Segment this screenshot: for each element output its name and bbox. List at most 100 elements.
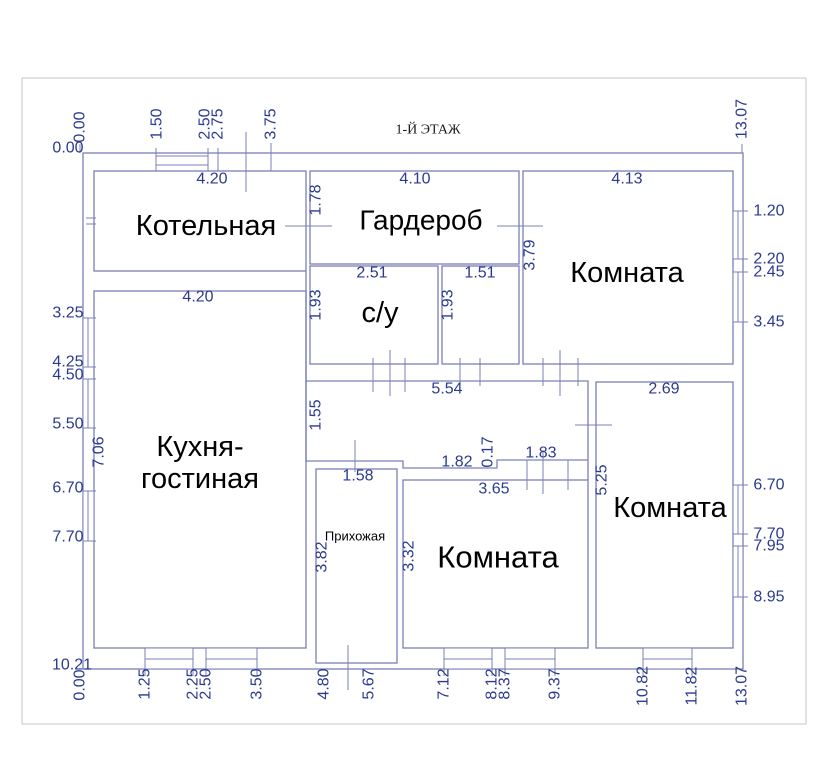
entrance-hall-outline — [315, 468, 398, 664]
kitchen-living-label-line2: гостиная — [141, 463, 259, 495]
ruler-right-label: 8.95 — [753, 589, 784, 606]
ruler-left-label: 7.70 — [52, 529, 83, 546]
sheet-frame — [21, 77, 807, 725]
ruler-right-label: 2.45 — [753, 264, 784, 281]
room-north-east-outline — [522, 170, 734, 365]
kitchen-living-width: 4.20 — [182, 289, 213, 306]
ruler-left-label: 4.25 — [52, 354, 83, 371]
boiler-room-width: 4.20 — [196, 171, 227, 188]
wardrobe-outline — [309, 170, 520, 265]
ruler-top-label: 13.07 — [734, 99, 751, 139]
window-west-3 — [82, 490, 95, 542]
ruler-top-label: 1.50 — [149, 108, 166, 139]
kitchen-living-height: 7.06 — [91, 436, 108, 467]
corridor-segment-left: 1.82 — [441, 454, 472, 471]
floor-title: 1-Й ЭТАЖ — [395, 121, 460, 138]
window-south-4 — [504, 647, 556, 670]
boiler-room-outline — [93, 170, 307, 272]
ruler-bottom-label: 8.12 — [484, 668, 501, 699]
window-west-2 — [82, 378, 95, 429]
window-west-boiler — [86, 217, 96, 225]
room-south-height: 3.32 — [401, 540, 418, 571]
ruler-right-ticks — [733, 210, 748, 598]
ruler-bottom-label: 5.67 — [361, 668, 378, 699]
small-room-width: 1.51 — [464, 265, 495, 282]
wardrobe-label: Гардероб — [359, 205, 482, 236]
corridor-height: 1.55 — [308, 399, 325, 430]
ruler-bottom-label: 11.82 — [684, 666, 701, 705]
door-marker-room-south — [526, 450, 569, 494]
corridor-length: 5.54 — [431, 381, 462, 398]
ruler-bottom-label: 8.37 — [497, 668, 514, 699]
window-east-1 — [732, 210, 744, 260]
window-north-1 — [155, 155, 209, 166]
ruler-bottom-label: 4.80 — [316, 668, 333, 699]
room-east-label: Комната — [613, 492, 727, 524]
boiler-room-label: Котельная — [136, 210, 276, 242]
ruler-bottom-ticks — [144, 662, 693, 676]
ruler-left-label: 5.50 — [52, 416, 83, 433]
ruler-right-label: 3.45 — [753, 314, 784, 331]
entrance-hall-height: 3.82 — [314, 541, 331, 572]
bathroom-width: 2.51 — [356, 265, 387, 282]
ruler-bottom-label: 1.25 — [137, 668, 154, 699]
ruler-top-label: 2.75 — [210, 108, 227, 139]
room-south-label: Комната — [437, 540, 559, 575]
corridor-step: 0.17 — [480, 436, 497, 467]
entrance-hall-label: Прихожая — [325, 529, 385, 544]
ruler-left-label: 10.21 — [52, 657, 92, 674]
ruler-bottom-label: 0.00 — [72, 669, 89, 700]
bathroom-height: 1.93 — [308, 289, 325, 320]
ruler-right-label: 6.70 — [753, 477, 784, 494]
ruler-left-label: 4.50 — [52, 367, 83, 384]
bathroom-outline — [309, 265, 439, 365]
door-marker-room-north-east — [542, 350, 579, 396]
window-south-1 — [144, 647, 194, 670]
ruler-left-label: 0.00 — [52, 140, 83, 157]
entrance-hall-width: 1.58 — [342, 468, 373, 485]
ruler-top-ticks — [79, 143, 743, 171]
door-marker-small-room — [459, 358, 481, 386]
room-south-outline — [402, 479, 589, 649]
ruler-bottom-label: 2.50 — [198, 668, 215, 699]
corridor-outline — [305, 271, 589, 480]
door-marker-room-east — [575, 410, 612, 440]
ruler-bottom-label: 2.25 — [185, 668, 202, 699]
ruler-right-label: 1.20 — [753, 203, 784, 220]
window-west-1 — [82, 317, 95, 368]
wardrobe-height: 1.78 — [308, 184, 325, 215]
window-east-4 — [732, 545, 744, 598]
window-south-3 — [443, 647, 493, 670]
ruler-bottom-label: 7.12 — [436, 668, 453, 699]
room-east-width: 2.69 — [648, 381, 679, 398]
ruler-bottom-label: 3.50 — [249, 668, 266, 699]
bathroom-label: с/у — [361, 297, 399, 329]
small-room-height: 1.93 — [440, 289, 457, 320]
ruler-right-label: 7.95 — [753, 538, 784, 555]
window-south-5 — [642, 647, 693, 670]
room-north-east-height: 3.79 — [522, 239, 539, 270]
ruler-right-label: 2.20 — [753, 251, 784, 268]
window-east-3 — [732, 484, 744, 535]
room-east-height: 5.25 — [594, 464, 611, 495]
ruler-top-label: 2.50 — [197, 108, 214, 139]
ruler-left-ticks — [84, 317, 96, 542]
kitchen-living-label-line1: Кухня- — [156, 431, 243, 463]
ruler-right-label: 7.70 — [753, 526, 784, 543]
kitchen-living-outline — [93, 290, 307, 649]
corridor-segment-right: 1.83 — [525, 445, 556, 462]
room-north-east-label: Комната — [570, 257, 684, 289]
room-south-width: 3.65 — [478, 481, 509, 498]
door-marker-bathroom — [372, 350, 406, 396]
window-east-2 — [732, 271, 744, 323]
ruler-bottom-label: 13.07 — [734, 666, 751, 706]
ruler-bottom-label: 10.82 — [635, 666, 652, 706]
ruler-bottom-label: 9.37 — [547, 668, 564, 699]
ruler-top-label: 0.00 — [72, 111, 89, 142]
ruler-top-label: 3.75 — [263, 108, 280, 139]
ruler-left-label: 3.25 — [52, 305, 83, 322]
room-north-east-width: 4.13 — [611, 171, 642, 188]
ruler-left-label: 6.70 — [52, 480, 83, 497]
